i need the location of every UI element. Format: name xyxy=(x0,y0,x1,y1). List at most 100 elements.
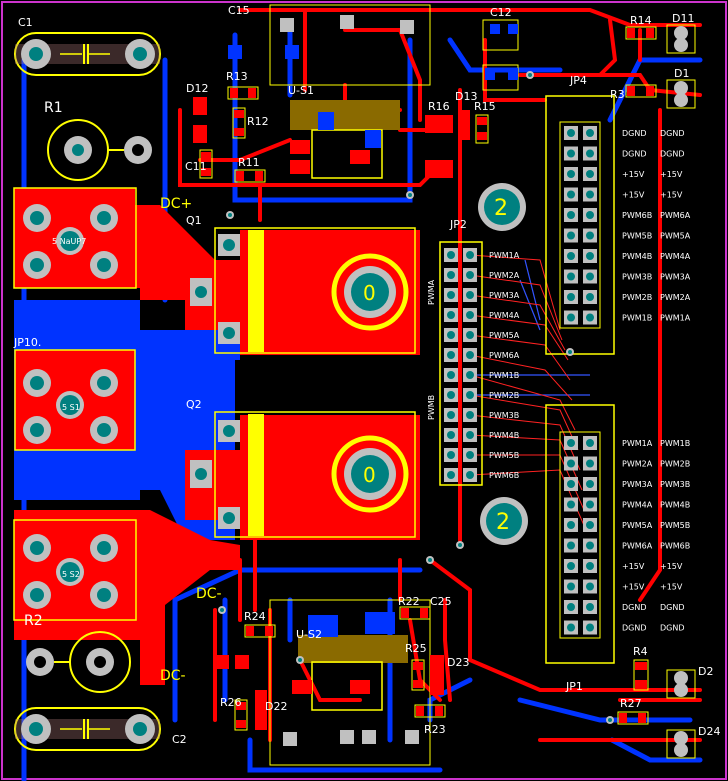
jp4-pin-left-hole xyxy=(567,272,575,281)
jp4-pin-right-hole xyxy=(586,211,594,219)
jp2-header xyxy=(439,241,483,486)
label-dcminus1: DC- xyxy=(196,586,222,602)
jp4-pin-left-hole xyxy=(567,149,575,158)
jp2-pin-label: PWM3A xyxy=(489,291,520,300)
jp4-label-right: PWM4A xyxy=(660,252,691,261)
label-r12: R12 xyxy=(247,115,269,128)
jp1-label-left: PWM5A xyxy=(622,521,653,530)
jp1-pin-left-hole xyxy=(567,521,575,529)
r2-footprint xyxy=(26,631,131,693)
jp2-pin-label: PWM5A xyxy=(489,331,520,340)
label-q2: Q2 xyxy=(186,398,202,411)
jp4-pin-right-hole xyxy=(586,231,594,240)
jp4-label-left: PWM3B xyxy=(622,273,652,282)
jp1-pin-left-hole xyxy=(567,603,575,611)
label-c11: C11 xyxy=(185,160,207,173)
jp1-label-left: PWM1A xyxy=(622,439,653,448)
jp1-label-left: PWM3A xyxy=(622,480,653,489)
jp2-pin-left-hole xyxy=(447,411,455,419)
label-r14: R14 xyxy=(630,14,652,27)
label-us2: U-S2 xyxy=(296,628,322,641)
jp4-label-right: PWM6A xyxy=(660,211,691,220)
silkscreen-labels: C1 R1 DC+ Q1 JP10. Q2 DC- R2 DC- C2 5 Na… xyxy=(13,4,720,746)
label-r4: R4 xyxy=(633,645,648,658)
jp1-header xyxy=(545,404,615,664)
smd-parts xyxy=(193,19,696,759)
jp4-pin-right-hole xyxy=(586,129,594,137)
us2-footprint xyxy=(269,599,431,766)
jp1-label-left: +15V xyxy=(622,562,645,571)
jp4-pin-right-hole xyxy=(586,149,594,158)
jp4-label-left: DGND xyxy=(622,150,647,159)
jp4-label-left: +15V xyxy=(622,191,645,200)
label-jp2: JP2 xyxy=(449,218,467,231)
jp2-pin-right-hole xyxy=(466,251,474,259)
q1-module xyxy=(190,227,416,354)
label-r26: R26 xyxy=(220,696,242,709)
label-c2: C2 xyxy=(172,733,187,746)
jp1-label-right: +15V xyxy=(660,562,683,571)
label-r27: R27 xyxy=(620,697,642,710)
jp1-pin-left-hole xyxy=(567,439,575,447)
jp4-label-right: PWM3A xyxy=(660,273,691,282)
jp1-label-right: PWM1B xyxy=(660,439,690,448)
jp4-label-left: PWM5B xyxy=(622,232,652,241)
jp2-pin-label: PWM6A xyxy=(489,351,520,360)
label-d24: D24 xyxy=(698,725,720,738)
label-d11: D11 xyxy=(672,12,694,25)
r1-footprint xyxy=(47,119,152,181)
jp2-pin-label: PWM1A xyxy=(489,251,520,260)
terminal-3 xyxy=(13,519,137,621)
bottom-thin-traces xyxy=(470,259,590,396)
jp2-pin-label: PWM4B xyxy=(489,431,519,440)
terminal-1 xyxy=(13,187,137,289)
jp1-pin-right-hole xyxy=(586,562,594,570)
label-d22: D22 xyxy=(265,700,287,713)
jp2-pin-right-hole xyxy=(466,371,474,379)
jp2-pin-left-hole xyxy=(447,351,455,359)
jp1-label-right: PWM2B xyxy=(660,460,690,469)
jp1-pin-right-hole xyxy=(586,582,594,591)
jp2-pin-left-hole xyxy=(447,391,455,399)
jp4-pin-left-hole xyxy=(567,190,575,199)
jp4-pin-left-hole xyxy=(567,129,575,137)
label-q1-center: 0 xyxy=(363,281,376,305)
jp1-label-right: PWM6B xyxy=(660,542,690,551)
label-c12: C12 xyxy=(490,6,512,19)
jp2-pin-left-hole xyxy=(447,311,455,319)
jp2-pin-label: PWM3B xyxy=(489,411,519,420)
jp1-pin-left-hole xyxy=(567,623,575,632)
jp4-label-left: PWM6B xyxy=(622,211,652,220)
jp4-label-right: PWM2A xyxy=(660,293,691,302)
us1-footprint xyxy=(228,4,453,179)
jp4-pin-left-hole xyxy=(567,252,575,260)
jp1-label-right: DGND xyxy=(660,603,685,612)
label-jp1: JP1 xyxy=(565,680,583,693)
label-mh2: 2 xyxy=(496,510,510,535)
jp4-label-left: PWM1B xyxy=(622,314,652,323)
jp1-pin-left-hole xyxy=(567,500,575,509)
jp4-label-right: PWM5A xyxy=(660,232,691,241)
label-r15: R15 xyxy=(474,100,496,113)
jp4-label-right: PWM1A xyxy=(660,314,691,323)
label-d23: D23 xyxy=(447,656,469,669)
jp2-pin-label: PWM5B xyxy=(489,451,519,460)
jp2-pin-label: PWM1B xyxy=(489,371,519,380)
label-dcplus: DC+ xyxy=(160,196,192,212)
label-c1: C1 xyxy=(18,16,33,29)
jp4-pin-right-hole xyxy=(586,252,594,260)
jp4-pin-right-hole xyxy=(586,190,594,199)
jp1-pin-left-hole xyxy=(567,562,575,570)
label-r13: R13 xyxy=(226,70,248,83)
jp2-pin-left-hole xyxy=(447,371,455,379)
label-d13: D13 xyxy=(455,90,477,103)
label-jp4: JP4 xyxy=(569,74,587,87)
mounting-hole-2 xyxy=(480,497,528,545)
jp1-label-right: PWM5B xyxy=(660,521,690,530)
jp2-pin-right-hole xyxy=(466,391,474,399)
jp1-label-right: +15V xyxy=(660,583,683,592)
label-r3: R3 xyxy=(610,88,625,101)
label-us1: U-S1 xyxy=(288,84,314,97)
